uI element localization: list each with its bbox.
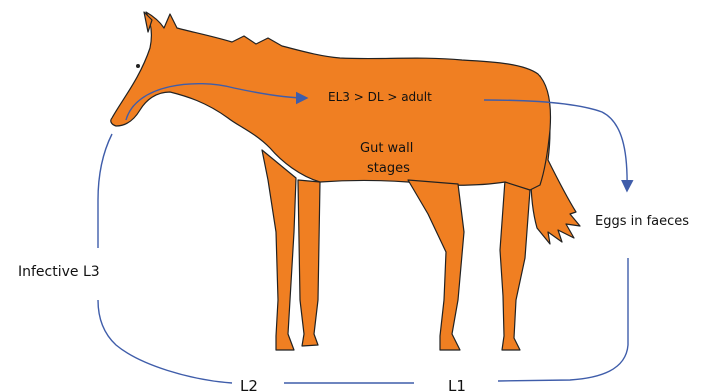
gut-wall-label: Gut wall: [360, 141, 413, 156]
horse-eye: [136, 64, 140, 68]
horse-far-foreleg: [298, 180, 320, 346]
infective-l3-label: Infective L3: [18, 264, 100, 280]
horse-near-foreleg: [262, 150, 296, 350]
l2-to-l3-arc: [98, 300, 232, 383]
inside-stage-label: EL3 > DL > adult: [328, 90, 432, 104]
l1-label: L1: [448, 377, 466, 392]
horse-icon: [111, 12, 580, 350]
l3-to-horse-arc: [98, 134, 112, 248]
eggs-in-faeces-label: Eggs in faeces: [595, 214, 689, 229]
horse-far-hindleg: [500, 180, 530, 350]
horse-near-hindleg: [408, 180, 464, 350]
l2-label: L2: [240, 377, 258, 392]
gut-wall-stages-label: stages: [367, 161, 410, 176]
